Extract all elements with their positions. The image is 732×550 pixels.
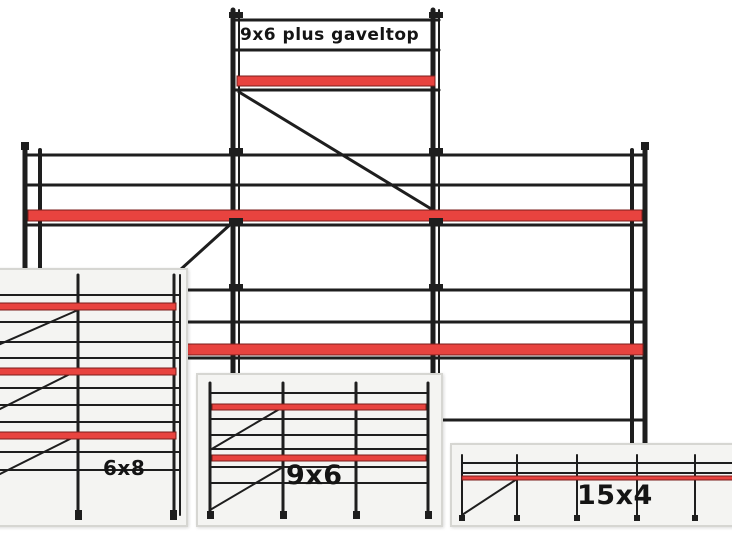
scaffold-coupler [429, 148, 443, 154]
panel-15x4-label: 15x4 [577, 480, 653, 511]
main-label: 9x6 plus gaveltop [240, 25, 420, 45]
panel-9x6-label: 9x6 [286, 460, 343, 491]
panel-9x6 [196, 373, 443, 527]
scaffold-coupler [429, 284, 443, 290]
scaffold-brace [237, 90, 435, 212]
scaffold-deck [184, 343, 644, 356]
panel-6x8-label: 6x8 [103, 456, 146, 480]
scaffold-coupler [641, 142, 649, 150]
panel-15x4 [450, 443, 732, 527]
scaffold-coupler [229, 148, 243, 154]
panel-6x8 [0, 268, 188, 527]
scaffold-brace [178, 220, 235, 272]
scaffold-coupler [429, 12, 443, 18]
scaffold-coupler [229, 218, 243, 224]
panel-15x4-drawing [459, 454, 732, 521]
panel-6x8-drawing [0, 273, 181, 520]
scaffold-deck [236, 75, 436, 87]
scaffold-coupler [229, 12, 243, 18]
scaffold-coupler [21, 142, 29, 150]
scaffold-coupler [229, 284, 243, 290]
scaffold-deck [27, 209, 643, 222]
scaffold-coupler [429, 218, 443, 224]
panel-9x6-drawing [207, 381, 432, 519]
